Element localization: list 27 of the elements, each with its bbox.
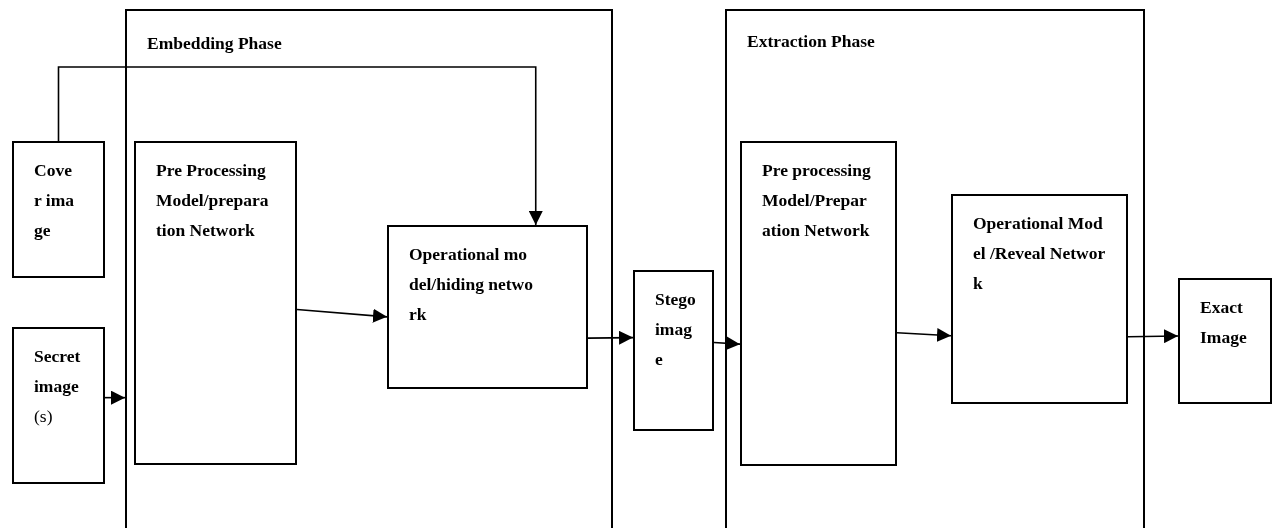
box-label: Exact Image xyxy=(1200,296,1248,349)
arrow xyxy=(104,390,126,405)
box-label: Cover image xyxy=(34,159,76,242)
box-label: Pre processing Model/Preparation Network xyxy=(762,159,872,242)
box-label: Stego image xyxy=(655,288,697,371)
process-box xyxy=(12,141,105,278)
phase-container xyxy=(725,9,1145,528)
process-box xyxy=(134,141,297,465)
phase-heading: Extraction Phase xyxy=(747,31,876,51)
phase-heading: Embedding Phase xyxy=(147,33,283,53)
arrow xyxy=(296,308,388,323)
phase-container xyxy=(125,9,613,528)
process-box xyxy=(12,327,105,484)
process-box xyxy=(633,270,714,431)
process-box xyxy=(951,194,1128,404)
arrow xyxy=(57,66,543,226)
box-label: Pre Processing Model/preparation Network xyxy=(156,159,270,242)
process-box xyxy=(1178,278,1272,404)
box-label: Operational model/hiding network xyxy=(409,243,534,326)
arrow xyxy=(896,328,952,342)
process-box xyxy=(740,141,897,466)
arrow xyxy=(1127,329,1179,344)
arrow xyxy=(587,330,634,345)
box-label: Operational Model /Reveal Network xyxy=(973,212,1107,295)
box-label: Secret image(s) xyxy=(34,345,82,428)
process-box xyxy=(387,225,588,389)
arrow xyxy=(713,336,741,351)
